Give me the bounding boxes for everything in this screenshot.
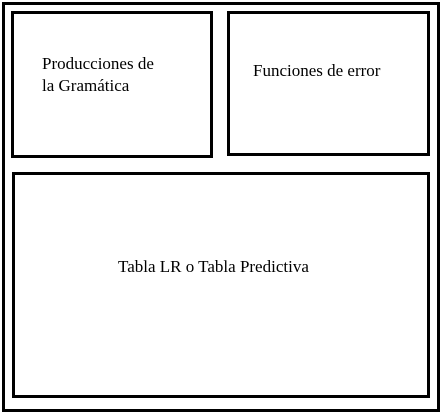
grammar-productions-line-1: Producciones de: [42, 54, 154, 73]
grammar-productions-box: Producciones de la Gramática: [11, 11, 213, 158]
grammar-productions-label: Producciones de la Gramática: [42, 53, 154, 97]
error-functions-box: Funciones de error: [227, 11, 430, 156]
parse-table-label: Tabla LR o Tabla Predictiva: [118, 257, 309, 276]
grammar-productions-line-2: la Gramática: [42, 76, 130, 95]
error-functions-label: Funciones de error: [253, 61, 381, 80]
parse-table-box: Tabla LR o Tabla Predictiva: [12, 172, 430, 398]
